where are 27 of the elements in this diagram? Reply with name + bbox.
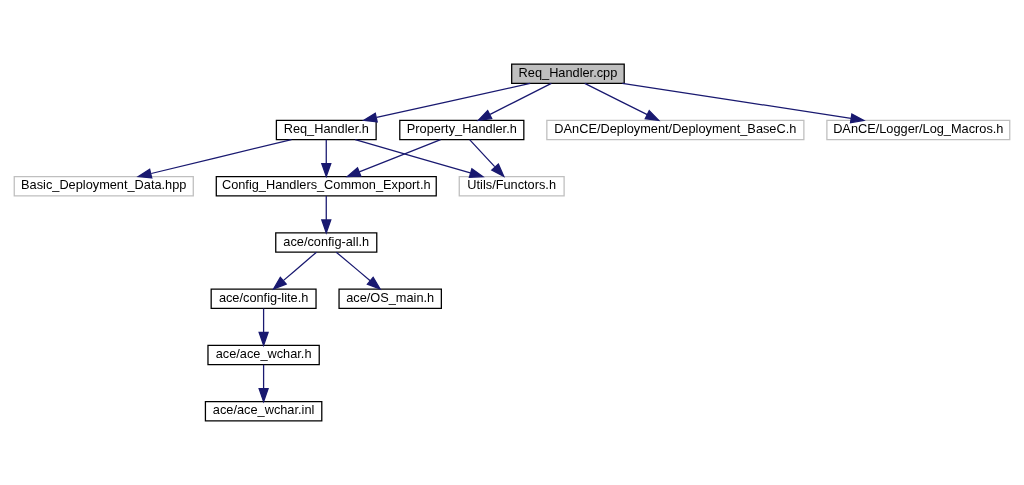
node-box: ace/config-lite.h bbox=[210, 288, 317, 309]
node-box: Basic_Deployment_Data.hpp bbox=[13, 176, 194, 197]
arrow bbox=[345, 139, 442, 178]
node-box: Req_Handler.cpp bbox=[511, 63, 625, 84]
arrow bbox=[272, 251, 318, 291]
arrow bbox=[361, 82, 531, 123]
arrow bbox=[136, 139, 293, 179]
node-box: Property_Handler.h bbox=[399, 119, 525, 141]
node-box: ace/ace_wchar.inl bbox=[204, 401, 323, 422]
arrow bbox=[476, 82, 552, 122]
node-box: DAnCE/Logger/Log_Macros.h bbox=[826, 119, 1011, 141]
node-box: Utils/Functors.h bbox=[458, 176, 565, 197]
arrow bbox=[354, 139, 485, 179]
arrow bbox=[320, 139, 332, 179]
arrow bbox=[584, 82, 661, 122]
arrow bbox=[320, 195, 332, 235]
node-box: DAnCE/Deployment/Deployment_BaseC.h bbox=[546, 119, 805, 141]
node-box: ace/config-all.h bbox=[275, 232, 378, 253]
arrow bbox=[258, 364, 269, 404]
arrow bbox=[335, 251, 382, 291]
node-box: ace/ace_wchar.h bbox=[207, 344, 320, 366]
node-box: ace/OS_main.h bbox=[338, 288, 442, 309]
node-box: Config_Handlers_Common_Export.h bbox=[215, 176, 437, 197]
node-box: Req_Handler.h bbox=[275, 119, 377, 141]
arrow bbox=[468, 139, 506, 178]
arrow bbox=[621, 82, 866, 124]
arrow bbox=[258, 307, 269, 348]
